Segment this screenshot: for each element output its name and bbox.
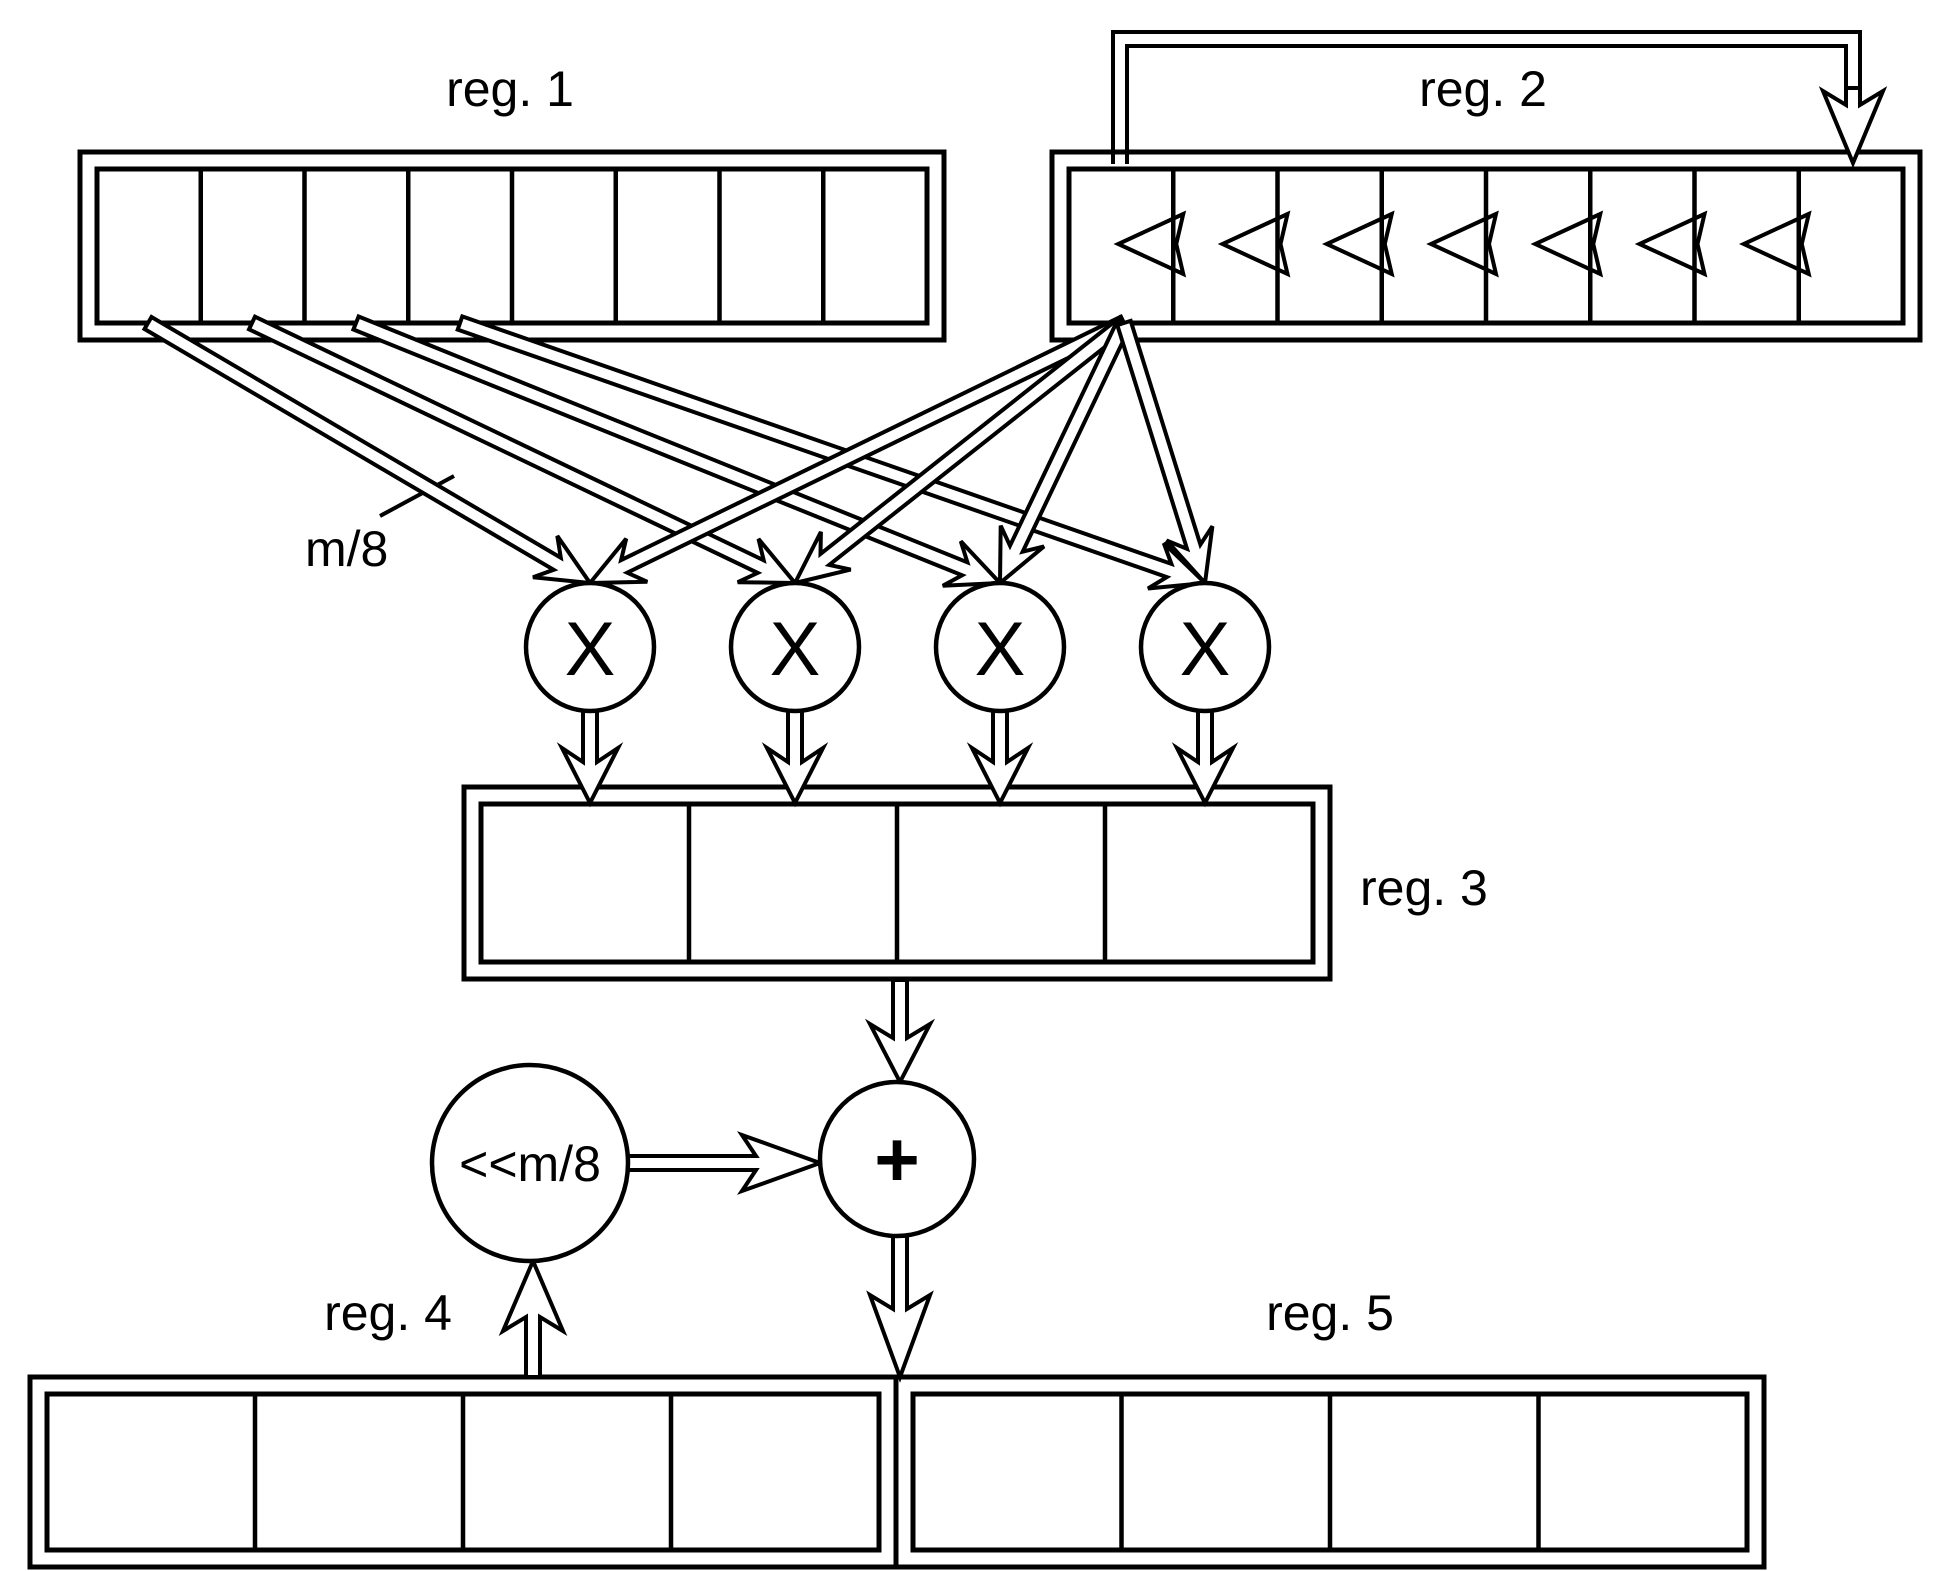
reg4-to-shift-arrow [498,1255,568,1379]
shift-left-marker [1634,210,1708,278]
reg2 [1049,149,1923,343]
reg2-to-multiplier-arrow [1114,318,1215,588]
reg2-to-multiplier-arrow [791,314,1132,586]
reg2-to-multiplier-arrow [997,317,1133,588]
shift-left-marker [1738,210,1812,278]
multiplier-node: X [933,580,1067,714]
reg5-label: reg. 5 [1266,1285,1394,1341]
reg3 [461,784,1333,982]
reg4-label: reg. 4 [324,1285,452,1341]
adder-to-output-arrow [866,1234,934,1383]
reg2-rotate-arrowhead [1818,86,1888,169]
reg2-to-multiplier-arrow [585,314,1130,586]
shift-left-marker [1113,210,1187,278]
shift-left-marker [1426,210,1499,278]
shift-left-marker [1530,210,1604,278]
reg2-rotate-loop-outer [1111,30,1862,164]
reg3-to-adder-arrow [864,978,936,1087]
multiplier-node: X [523,580,657,714]
reg2-label: reg. 2 [1419,61,1547,117]
reg1-label: reg. 1 [446,61,574,117]
adder-node: + [817,1079,977,1239]
data-flow-arrows [141,86,1888,1383]
reg5 [893,1374,1767,1570]
multiplier-symbol: X [770,607,821,692]
reg1-to-multiplier-arrow [246,314,800,586]
reg4 [27,1374,899,1570]
multiplier-symbol: X [1180,607,1231,692]
multiplier-to-reg3-arrow [761,709,829,808]
multiplier-symbol: X [975,607,1026,692]
reg1-to-multiplier-arrow [350,313,1005,588]
multiplier-node: X [728,580,862,714]
reg3-label: reg. 3 [1360,860,1488,916]
multiplier-node: X [1138,580,1272,714]
reg1 [77,149,947,343]
reg2-rotate-loop-inner [1125,44,1848,164]
multiplier-symbol: X [565,607,616,692]
multiplier-to-reg3-arrow [1171,709,1239,808]
shift-node: <<m/8 [429,1062,631,1264]
multiplier-to-reg3-arrow [966,709,1034,808]
bus-width-tick [379,474,455,518]
shift-to-adder-arrow [626,1131,826,1195]
shift-node-label: <<m/8 [459,1136,601,1192]
shift-left-marker [1217,210,1291,278]
multiplier-to-reg3-arrow [556,709,624,808]
reg1-to-multiplier-arrow [141,314,595,586]
adder-node-symbol: + [874,1115,920,1203]
shift-left-marker [1321,210,1395,278]
bus-width-label: m/8 [305,521,388,577]
